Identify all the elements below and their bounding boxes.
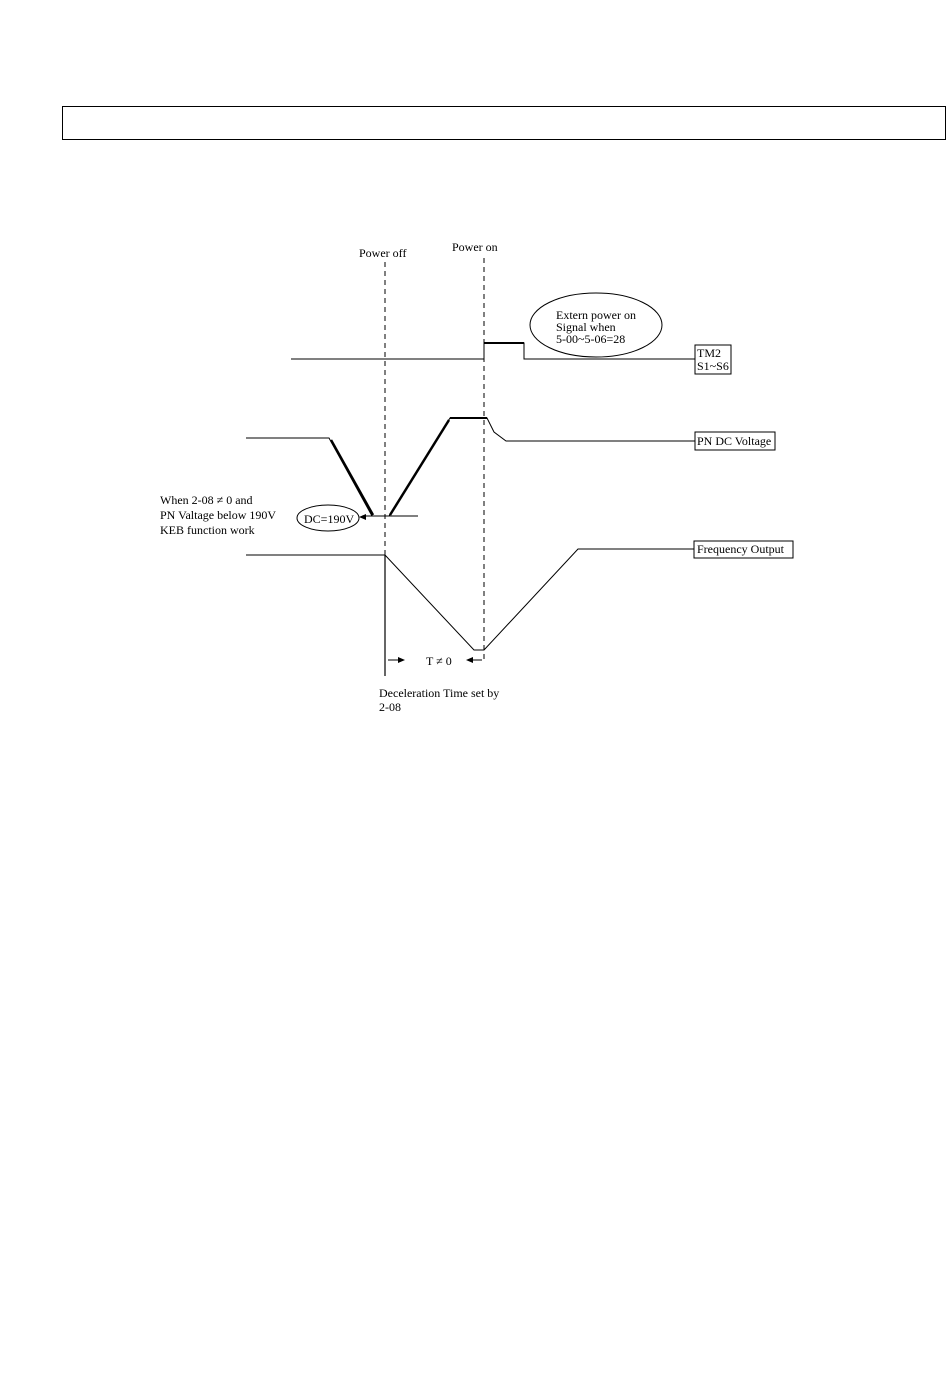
dc-190v-label: DC=190V (304, 512, 354, 526)
keb-note-line-2: PN Valtage below 190V (160, 508, 276, 522)
t-left-arrow-icon (466, 657, 473, 663)
t-right-arrow-icon (398, 657, 405, 663)
extern-note-line-3: 5-00~5-06=28 (556, 332, 625, 346)
tm2-label-line-1: TM2 (697, 346, 721, 360)
t-label: T ≠ 0 (426, 654, 452, 668)
dc-arrow-head-icon (359, 514, 366, 520)
pn-dc-voltage-label: PN DC Voltage (697, 434, 771, 448)
pn-dc-descent-hatch (331, 440, 373, 515)
keb-note-line-1: When 2-08 ≠ 0 and (160, 493, 253, 507)
keb-note-line-3: KEB function work (160, 523, 255, 537)
pn-dc-ascent-hatch (390, 420, 449, 515)
frequency-output-label: Frequency Output (697, 542, 785, 556)
power-on-label: Power on (452, 240, 498, 254)
frequency-output-trace (246, 549, 695, 650)
pn-dc-voltage-trace (246, 418, 695, 516)
decel-note-line-1: Deceleration Time set by (379, 686, 499, 700)
decel-note-line-2: 2-08 (379, 700, 401, 714)
power-off-label: Power off (359, 246, 406, 260)
tm2-label-line-2: S1~S6 (697, 359, 729, 373)
